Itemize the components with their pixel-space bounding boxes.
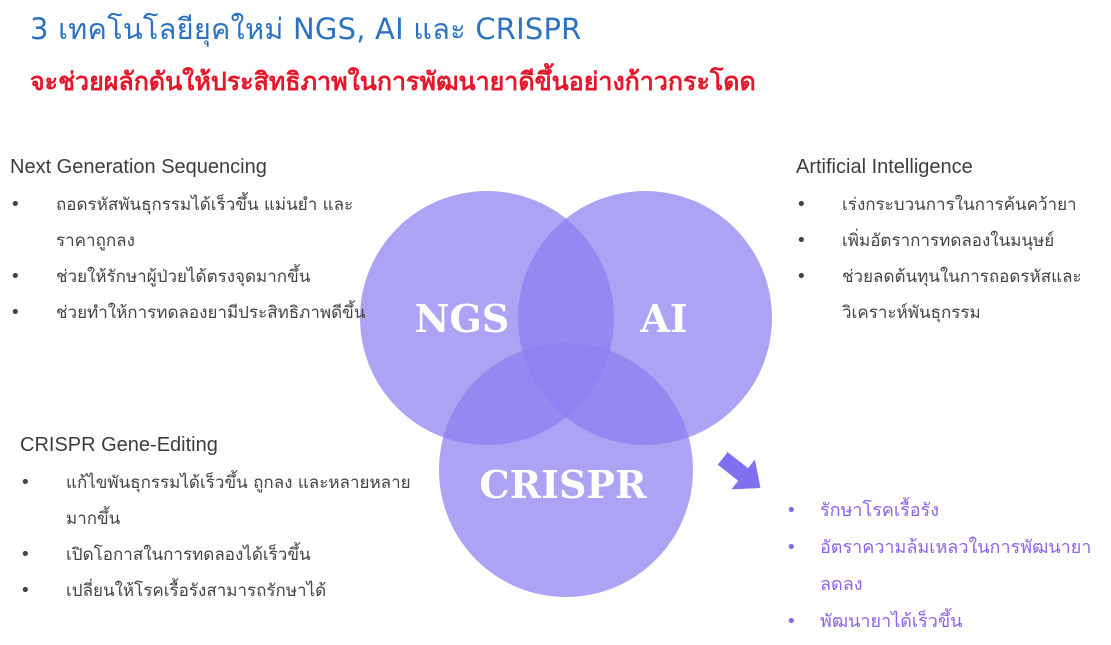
- ai-heading: Artificial Intelligence: [796, 156, 973, 178]
- outcomes-bullet-list: รักษาโรคเรื้อรัง อัตราความล้มเหลวในการพั…: [786, 492, 1106, 640]
- ngs-section: Next Generation Sequencing ถอดรหัสพันธุก…: [10, 156, 370, 331]
- list-item: เพิ่มอัตราการทดลองในมนุษย์: [796, 223, 1106, 259]
- crispr-circle: [439, 343, 693, 597]
- list-item: ช่วยทำให้การทดลองยามีประสิทธิภาพดีขึ้น: [10, 295, 370, 331]
- crispr-bullet-list: แก้ไขพันธุกรรมได้เร็วขึ้น ถูกลง และหลายห…: [20, 465, 420, 609]
- list-item: เร่งกระบวนการในการค้นคว้ายา: [796, 187, 1106, 223]
- crispr-heading: CRISPR Gene-Editing: [20, 434, 218, 456]
- list-item: ถอดรหัสพันธุกรรมได้เร็วขึ้น แม่นยำ และรา…: [10, 187, 370, 259]
- list-item: ช่วยให้รักษาผู้ป่วยได้ตรงจุดมากขึ้น: [10, 259, 370, 295]
- outcomes-section: รักษาโรคเรื้อรัง อัตราความล้มเหลวในการพั…: [786, 492, 1106, 640]
- ai-bullet-list: เร่งกระบวนการในการค้นคว้ายา เพิ่มอัตรากา…: [796, 187, 1106, 331]
- ai-section: Artificial Intelligence เร่งกระบวนการในก…: [796, 156, 1106, 331]
- ngs-heading: Next Generation Sequencing: [10, 156, 267, 178]
- list-item: เปลี่ยนให้โรคเรื้อรังสามารถรักษาได้: [20, 573, 420, 609]
- page-subtitle: จะช่วยผลักดันให้ประสิทธิภาพในการพัฒนายาด…: [30, 67, 756, 96]
- arrow-icon: [717, 452, 761, 490]
- list-item: พัฒนายาได้เร็วขึ้น: [786, 603, 1106, 640]
- list-item: รักษาโรคเรื้อรัง: [786, 492, 1106, 529]
- list-item: แก้ไขพันธุกรรมได้เร็วขึ้น ถูกลง และหลายห…: [20, 465, 420, 537]
- list-item: ช่วยลดต้นทุนในการถอดรหัสและวิเคราะห์พันธ…: [796, 259, 1106, 331]
- ngs-label: NGS: [415, 296, 510, 341]
- crispr-section: CRISPR Gene-Editing แก้ไขพันธุกรรมได้เร็…: [20, 434, 420, 609]
- list-item: อัตราความล้มเหลวในการพัฒนายาลดลง: [786, 529, 1106, 603]
- ngs-bullet-list: ถอดรหัสพันธุกรรมได้เร็วขึ้น แม่นยำ และรา…: [10, 187, 370, 331]
- crispr-label: CRISPR: [479, 462, 647, 507]
- list-item: เปิดโอกาสในการทดลองได้เร็วขึ้น: [20, 537, 420, 573]
- ai-label: AI: [639, 296, 687, 341]
- page-title: 3 เทคโนโลยียุคใหม่ NGS, AI และ CRISPR: [30, 12, 582, 46]
